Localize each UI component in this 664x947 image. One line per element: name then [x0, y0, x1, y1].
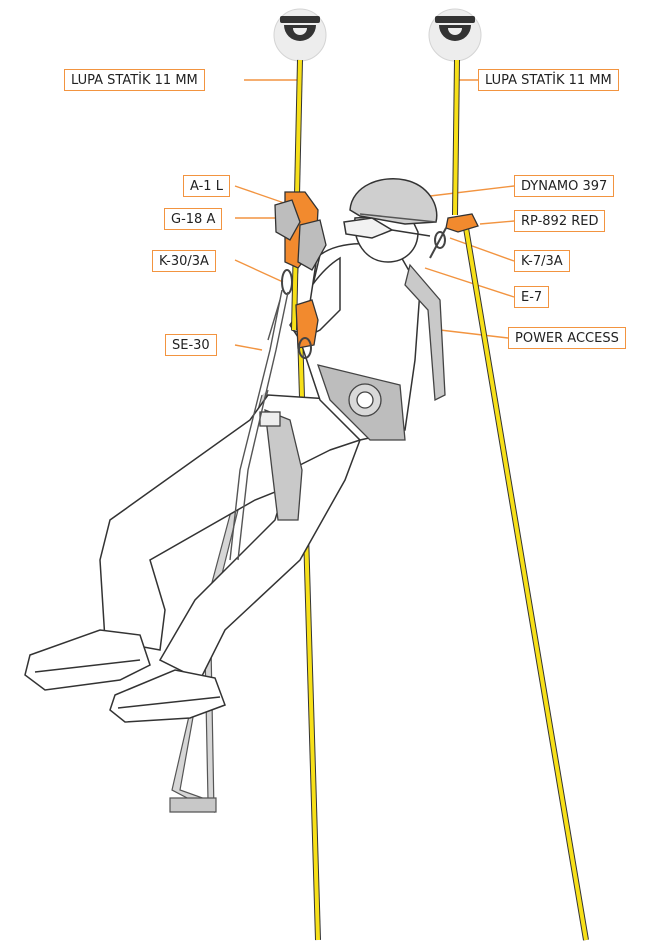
- callout-e7: E-7: [514, 286, 549, 308]
- callout-g18a: G-18 A: [164, 208, 222, 230]
- descender-device: [296, 300, 318, 348]
- callout-rope-right: LUPA STATİK 11 MM: [478, 69, 619, 91]
- callout-k7: K-7/3A: [514, 250, 570, 272]
- anchor-left: [274, 9, 326, 61]
- helmet-icon: [350, 179, 437, 224]
- callout-k30: K-30/3A: [152, 250, 216, 272]
- callout-rope-left: LUPA STATİK 11 MM: [64, 69, 205, 91]
- callout-rp892: RP-892 RED: [514, 210, 605, 232]
- callout-power-access: POWER ACCESS: [508, 327, 626, 349]
- anchor-right: [429, 9, 481, 61]
- callout-se30: SE-30: [165, 334, 217, 356]
- callout-a1l: A-1 L: [183, 175, 230, 197]
- callout-dynamo: DYNAMO 397: [514, 175, 614, 197]
